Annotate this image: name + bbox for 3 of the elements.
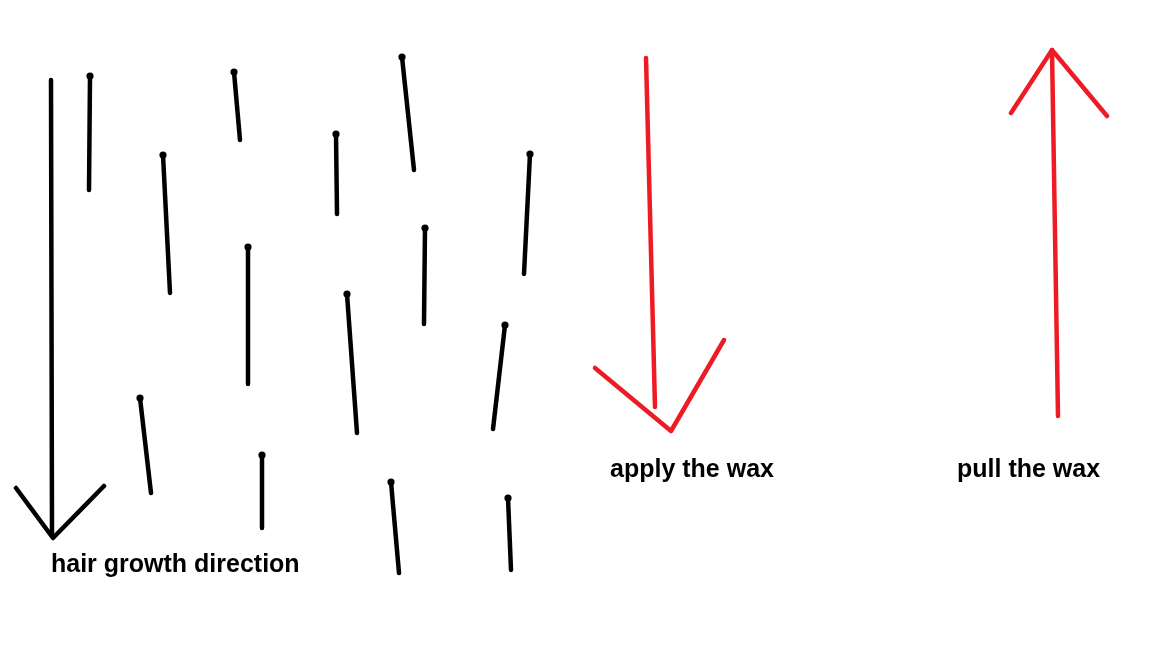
caption-text: apply the wax [610,453,774,483]
caption-text: pull the wax [957,453,1101,483]
caption-text: hair growth direction [51,548,300,578]
